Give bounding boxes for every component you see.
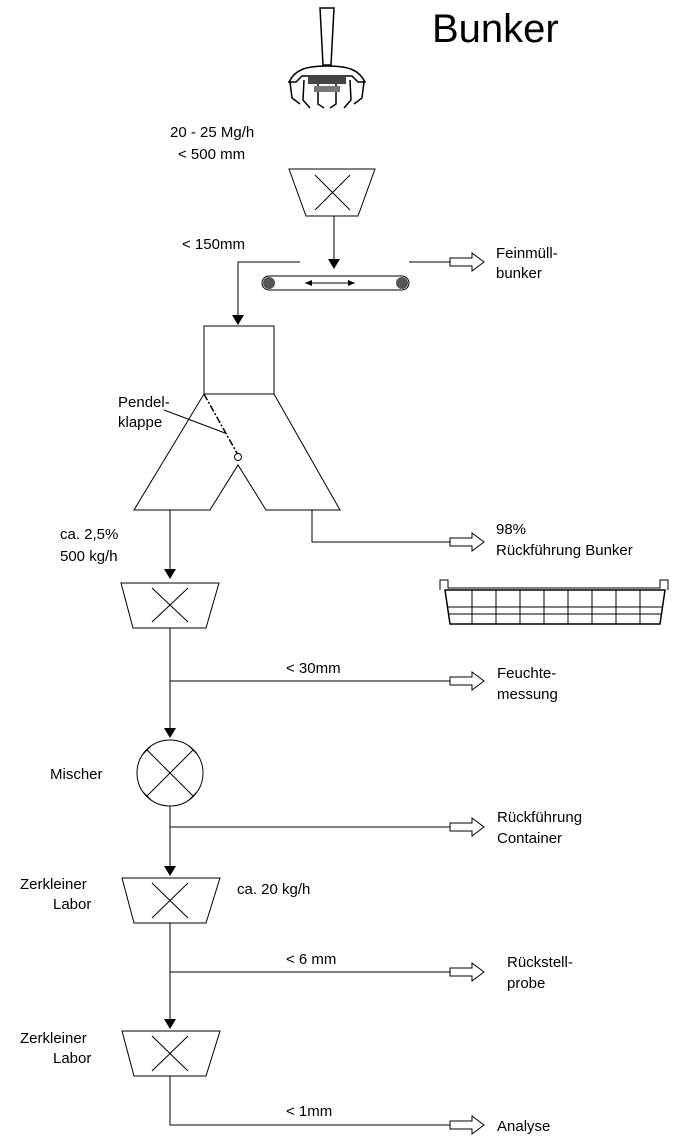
input-size-label: < 500 mm — [178, 146, 245, 163]
input-rate-label: 20 - 25 Mg/h — [170, 124, 254, 141]
split-rate-label: 500 kg/h — [60, 548, 118, 565]
rueckstell-label-2: probe — [507, 975, 545, 992]
flow-line — [169, 1076, 450, 1126]
container-label-2: Container — [497, 830, 562, 847]
flow-line — [311, 510, 450, 543]
return-share-label: 98% — [496, 521, 526, 538]
feed-chute — [203, 325, 275, 395]
zerkleiner1-label-2: Labor — [53, 896, 91, 913]
feuchte-label-1: Feuchte- — [497, 665, 556, 682]
zerkleiner2-label-1: Zerkleiner — [20, 1030, 87, 1047]
hollow-arrow-icon — [449, 817, 485, 837]
hopper-2 — [120, 582, 220, 629]
container-icon — [439, 579, 669, 625]
return-bunker-label: Rückführung Bunker — [496, 542, 633, 559]
hopper-1 — [288, 168, 376, 217]
size-150-label: < 150mm — [182, 236, 245, 253]
pendelklappe-label-1: Pendel- — [118, 394, 170, 411]
mixer-icon — [136, 739, 204, 807]
feinmuell-label-1: Feinmüll- — [496, 245, 558, 262]
crane-grab-icon — [287, 7, 367, 109]
hollow-arrow-icon — [449, 671, 485, 691]
container-label-1: Rückführung — [497, 809, 582, 826]
size-6-label: < 6 mm — [286, 951, 336, 968]
hollow-arrow-icon — [449, 252, 485, 272]
size-1-label: < 1mm — [286, 1103, 332, 1120]
mischer-label: Mischer — [50, 766, 103, 783]
y-splitter — [133, 393, 341, 511]
hollow-arrow-icon — [449, 962, 485, 982]
title-bunker: Bunker — [432, 7, 559, 51]
feuchte-label-2: messung — [497, 686, 558, 703]
split-share-label: ca. 2,5% — [60, 526, 118, 543]
pointer-line — [163, 409, 226, 434]
pendelklappe-label-2: klappe — [118, 414, 162, 431]
size-30-label: < 30mm — [286, 660, 341, 677]
zerkleiner1-label-1: Zerkleiner — [20, 876, 87, 893]
feinmuell-label-2: bunker — [496, 265, 542, 282]
zerkleiner2-label-2: Labor — [53, 1050, 91, 1067]
analyse-label: Analyse — [497, 1118, 550, 1135]
hollow-arrow-icon — [449, 532, 485, 552]
hollow-arrow-icon — [449, 1115, 485, 1135]
shredder-2 — [121, 1030, 221, 1077]
rueckstell-label-1: Rückstell- — [507, 954, 573, 971]
shredder-1 — [121, 877, 221, 924]
conveyor-belt-icon — [261, 275, 410, 291]
rate-20-label: ca. 20 kg/h — [237, 881, 310, 898]
flow-line — [232, 261, 300, 325]
